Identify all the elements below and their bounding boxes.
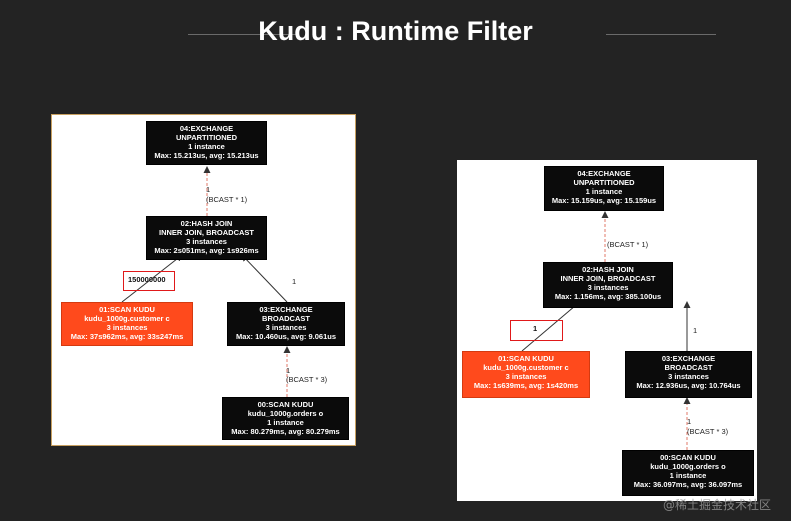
edge-customer-join	[521, 299, 583, 352]
watermark: @稀土掘金技术社区	[662, 498, 771, 512]
node-exchange-top: 04:EXCHANGE UNPARTITIONED 1 instance Max…	[544, 166, 664, 211]
right-plan-diagram: 04:EXCHANGE UNPARTITIONED 1 instance Max…	[457, 160, 757, 501]
node-scan-orders: 00:SCAN KUDU kudu_1000g.orders o 1 insta…	[622, 450, 754, 496]
highlight-row-count: 1	[510, 320, 563, 341]
node-hash-join: 02:HASH JOIN INNER JOIN, BROADCAST 3 ins…	[543, 262, 673, 308]
edge-label: (BCAST * 3)	[687, 427, 729, 436]
edge-label: (BCAST * 1)	[607, 240, 649, 249]
title-rule-left	[188, 34, 296, 35]
edge-label: 1	[693, 326, 698, 335]
title-rule-right	[606, 34, 716, 35]
highlight-row-count: 150000000	[123, 271, 175, 291]
edge-label: (BCAST * 1)	[206, 195, 248, 204]
node-exchange-broadcast: 03:EXCHANGE BROADCAST 3 instances Max: 1…	[625, 351, 752, 398]
slide-title: Kudu : Runtime Filter	[258, 16, 533, 46]
edge-exchange-join	[241, 254, 288, 303]
left-edges	[121, 166, 291, 397]
node-exchange-broadcast: 03:EXCHANGE BROADCAST 3 instances Max: 1…	[227, 302, 345, 346]
edge-label: 1	[206, 185, 211, 194]
right-edges	[521, 211, 691, 450]
node-exchange-top: 04:EXCHANGE UNPARTITIONED 1 instance Max…	[146, 121, 267, 165]
node-scan-orders: 00:SCAN KUDU kudu_1000g.orders o 1 insta…	[222, 397, 349, 440]
edge-customer-join	[121, 254, 183, 303]
edge-label: (BCAST * 3)	[286, 375, 328, 384]
edge-label: 1	[687, 417, 692, 426]
node-hash-join: 02:HASH JOIN INNER JOIN, BROADCAST 3 ins…	[146, 216, 267, 260]
node-scan-customer: 01:SCAN KUDU kudu_1000g.customer c 3 ins…	[462, 351, 590, 398]
left-plan-diagram: 04:EXCHANGE UNPARTITIONED 1 instance Max…	[51, 114, 356, 446]
edge-label: 1	[286, 366, 291, 375]
edge-label: 1	[292, 277, 297, 286]
node-scan-customer: 01:SCAN KUDU kudu_1000g.customer c 3 ins…	[61, 302, 193, 346]
